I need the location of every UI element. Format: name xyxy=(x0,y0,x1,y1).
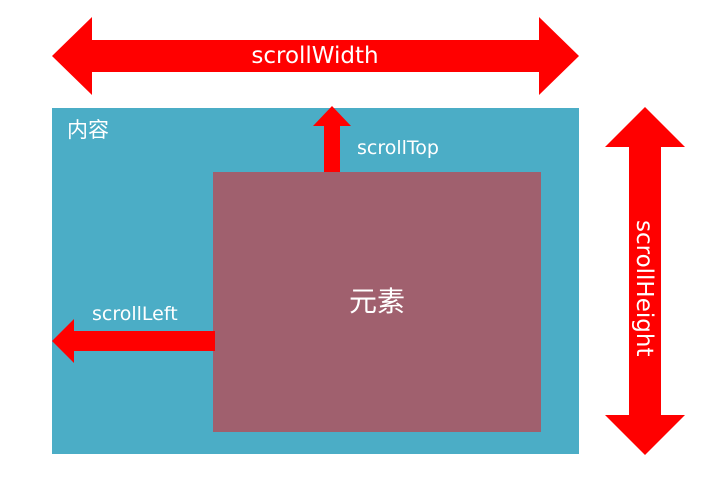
element-box xyxy=(213,172,541,432)
scroll-top-label: scrollTop xyxy=(357,137,439,159)
scroll-width-label: scrollWidth xyxy=(251,43,379,69)
scroll-width-arrow xyxy=(52,17,579,95)
scroll-left-arrow xyxy=(52,319,215,363)
scroll-left-label: scrollLeft xyxy=(92,303,178,325)
scroll-height-arrow xyxy=(605,107,685,455)
content-label: 内容 xyxy=(67,118,109,142)
scroll-height-label: scrollHeight xyxy=(631,220,657,357)
element-label: 元素 xyxy=(348,285,405,318)
scroll-top-arrow xyxy=(313,106,351,174)
